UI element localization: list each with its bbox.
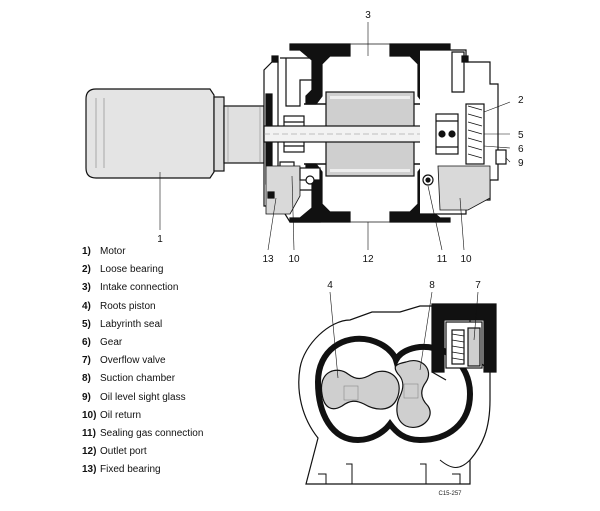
legend-label: Fixed bearing	[100, 464, 161, 476]
callout-3: 3	[365, 10, 371, 21]
legend-number: 7)	[82, 355, 91, 367]
legend-number: 13)	[82, 464, 97, 476]
figure-code: C15-257	[438, 491, 462, 497]
legend-item: 7) Overflow valve	[82, 352, 282, 370]
callout-12: 12	[362, 254, 374, 265]
callout-13: 13	[262, 254, 274, 265]
legend-item: 3) Intake connection	[82, 279, 282, 297]
cross-section-view	[298, 303, 497, 485]
legend-number: 4)	[82, 300, 91, 312]
legend-item: 4) Roots piston	[82, 298, 282, 316]
legend-item: 1) Motor	[82, 243, 282, 261]
legend-label: Suction chamber	[100, 373, 176, 385]
legend-number: 10)	[82, 409, 97, 421]
callout-10-left: 10	[288, 254, 300, 265]
legend-label: Oil level sight glass	[100, 391, 186, 403]
legend-number: 9)	[82, 391, 91, 403]
callout-6: 6	[518, 144, 524, 155]
legend-label: Roots piston	[100, 300, 156, 312]
legend-item: 10)Oil return	[82, 407, 282, 425]
callout-8: 8	[429, 280, 435, 291]
motor	[85, 88, 265, 179]
legend-label: Overflow valve	[100, 355, 166, 367]
legend-item: 8) Suction chamber	[82, 370, 282, 388]
legend-number: 6)	[82, 336, 91, 348]
sectional-view	[85, 43, 507, 223]
callout-11: 11	[437, 254, 448, 265]
callout-2: 2	[518, 95, 524, 106]
legend-label: Sealing gas connection	[100, 427, 204, 439]
legend-label: Labyrinth seal	[100, 318, 163, 330]
legend-label: Intake connection	[100, 282, 179, 294]
roots-piston	[394, 360, 431, 428]
legend-label: Oil return	[100, 409, 142, 421]
legend-label: Gear	[100, 336, 123, 348]
callout-9: 9	[518, 158, 524, 169]
legend-item: 12)Outlet port	[82, 443, 282, 461]
legend-number: 12)	[82, 446, 97, 458]
callout-labels: 3 2 5 6 9 1 13 10 12 11 10 4 8 7 C15-257	[157, 10, 524, 497]
legend-number: 3)	[82, 282, 91, 294]
legend-label: Outlet port	[100, 446, 147, 458]
legend-item: 2) Loose bearing	[82, 261, 282, 279]
callout-5: 5	[518, 130, 524, 141]
legend-number: 2)	[82, 264, 91, 276]
right-gear-housing	[267, 49, 507, 215]
callout-7: 7	[475, 280, 481, 291]
legend-number: 11)	[82, 427, 96, 439]
callout-1: 1	[157, 234, 163, 245]
callout-4: 4	[327, 280, 333, 291]
legend-item: 6) Gear	[82, 334, 282, 352]
callout-10-right: 10	[460, 254, 472, 265]
overflow-valve	[431, 303, 497, 381]
legend-number: 5)	[82, 318, 91, 330]
legend-item: 11) Sealing gas connection	[82, 425, 282, 443]
legend-label: Loose bearing	[100, 264, 164, 276]
legend-number: 1)	[82, 246, 91, 257]
parts-legend: 1) Motor 2) Loose bearing 3) Intake connectio…	[82, 243, 282, 479]
roots-piston	[320, 369, 400, 410]
legend-item: 9) Oil level sight glass	[82, 389, 282, 407]
legend-label: Motor	[100, 246, 126, 257]
leader-lines	[159, 22, 511, 379]
legend-item: 13)Fixed bearing	[82, 461, 282, 479]
legend-number: 8)	[82, 373, 91, 385]
legend-item: 5) Labyrinth seal	[82, 316, 282, 334]
